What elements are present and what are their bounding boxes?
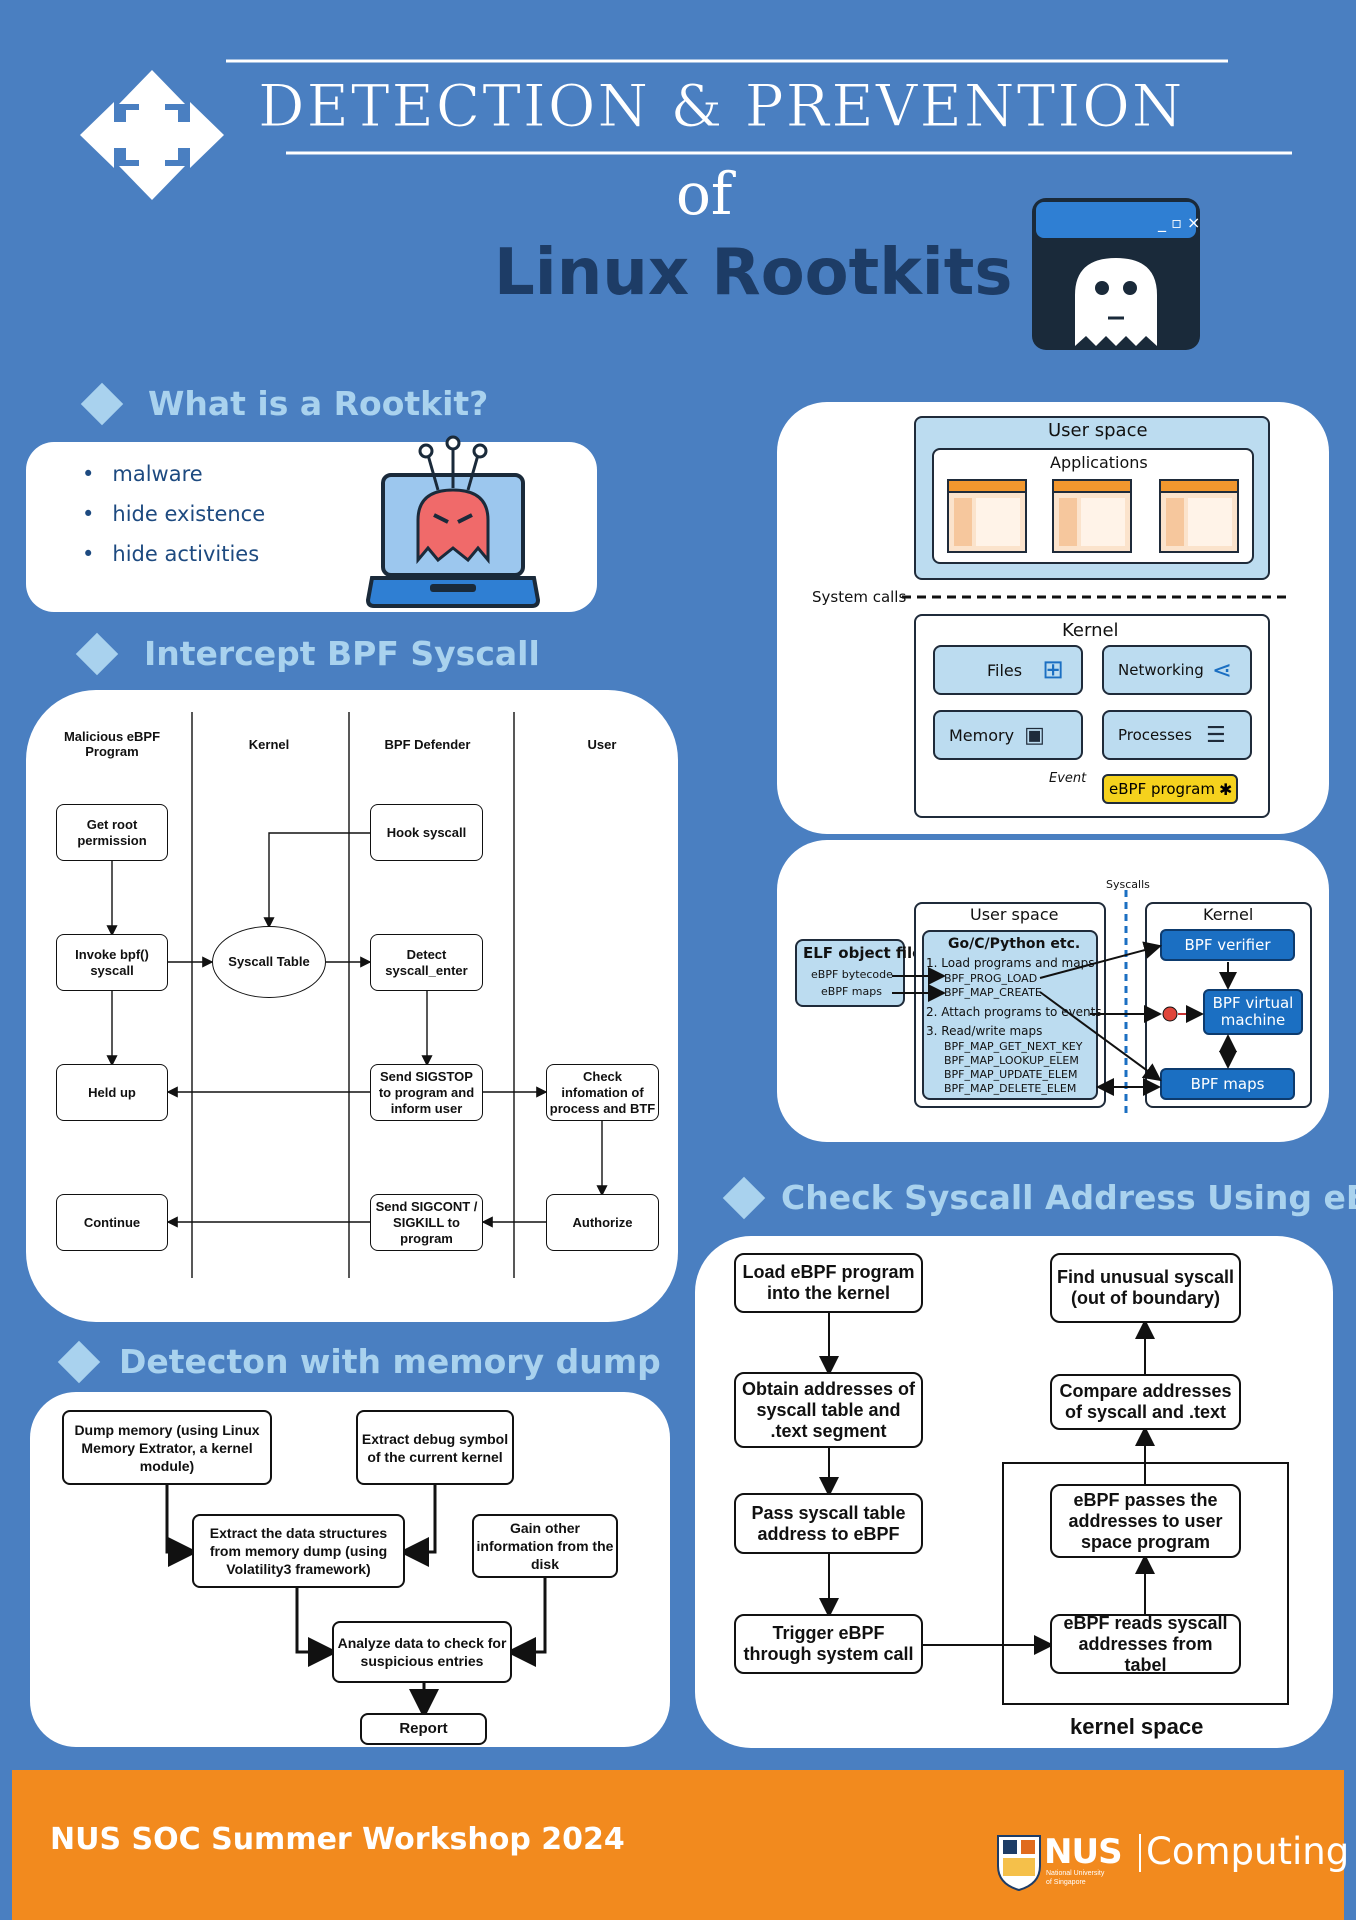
kernel-label: Kernel <box>1062 620 1119 641</box>
footer <box>12 1770 1344 1920</box>
send-sigstop-node: Send SIGSTOP to program and inform user <box>370 1064 483 1121</box>
move-arrows-icon <box>80 59 1292 200</box>
networking-label: Networking <box>1118 661 1204 679</box>
list-item: •hide existence <box>82 502 266 526</box>
lane-kernel: Kernel <box>248 737 290 752</box>
kernel-space-label: kernel space <box>1070 1714 1204 1739</box>
document-icon: ☰ <box>1205 722 1226 748</box>
ebpf-flow-lines <box>892 890 1237 1118</box>
sd-card-icon: ▣ <box>1024 722 1045 748</box>
processes-label: Processes <box>1118 726 1192 744</box>
maps-box: BPF maps <box>1160 1068 1295 1100</box>
ebpf-kernel-label: Kernel <box>1203 905 1254 924</box>
system-calls-label: System calls <box>812 588 907 606</box>
workshop-label: NUS SOC Summer Workshop 2024 <box>50 1822 625 1857</box>
user-space-label: User space <box>1048 420 1148 441</box>
check-title: Check Syscall Address Using eBPF <box>781 1178 1356 1217</box>
obtain-node: Obtain addresses of syscall table and .t… <box>734 1372 923 1448</box>
step-3c: BPF_MAP_UPDATE_ELEM <box>944 1068 1078 1081</box>
processes-box: Processes ☰ <box>1102 710 1252 760</box>
go-c-label: Go/C/Python etc. <box>948 936 1081 952</box>
title-main: Linux Rootkits <box>494 236 1013 310</box>
nus-sub1: National University <box>1046 1870 1105 1877</box>
share-icon: ⋖ <box>1211 656 1232 684</box>
step-3b: BPF_MAP_LOOKUP_ELEM <box>944 1054 1079 1067</box>
laptop-bug-icon <box>365 435 541 608</box>
send-sigcont-node: Send SIGCONT / SIGKILL to program <box>370 1194 483 1251</box>
event-label: Event <box>1049 771 1087 786</box>
step-1a: BPF_PROG_LOAD <box>944 972 1038 985</box>
elf-box <box>795 939 905 1007</box>
held-up-node: Held up <box>56 1064 168 1121</box>
check-info-node: Check infomation of process and BTF <box>546 1064 659 1121</box>
applications-label: Applications <box>1050 453 1148 472</box>
ebpf-program-box: eBPF program✱ <box>1102 774 1238 804</box>
trigger-node: Trigger eBPF through system call <box>734 1614 923 1674</box>
debug-symbol-node: Extract debug symbol of the current kern… <box>356 1410 514 1485</box>
memory-box: Memory ▣ <box>933 710 1083 760</box>
title-of: of <box>676 160 733 228</box>
continue-node: Continue <box>56 1194 168 1251</box>
svg-text:_ ▫ ×: _ ▫ × <box>1157 213 1200 233</box>
elf-maps: eBPF maps <box>821 985 882 998</box>
lane-malicious: Malicious eBPF Program <box>63 729 161 759</box>
step-1b: BPF_MAP_CREATE <box>944 986 1042 999</box>
files-box: Files ⊞ <box>933 645 1083 695</box>
vm-box: BPF virtual machine <box>1203 989 1303 1035</box>
passes-node: eBPF passes the addresses to user space … <box>1050 1484 1241 1558</box>
folder-tree-icon: ⊞ <box>1042 655 1064 685</box>
ghost-window-icon: _ ▫ × <box>1032 198 1200 350</box>
step-1: 1. Load programs and maps <box>926 956 1095 970</box>
ebpf-program-label: eBPF program <box>1109 780 1215 798</box>
compare-node: Compare addresses of syscall and .text <box>1050 1374 1241 1430</box>
bpf-flow-lines <box>106 712 608 1278</box>
load-node: Load eBPF program into the kernel <box>734 1253 923 1313</box>
bpf-title: Intercept BPF Syscall <box>144 634 540 673</box>
computing-logo-text: Computing <box>1146 1830 1350 1873</box>
reads-node: eBPF reads syscall addresses from tabel <box>1050 1613 1241 1675</box>
networking-box: Networking ⋖ <box>1102 645 1252 695</box>
lane-user: User <box>587 737 617 752</box>
syscalls-label: Syscalls <box>1106 878 1150 891</box>
hook-syscall-node: Hook syscall <box>370 804 483 861</box>
find-node: Find unusual syscall (out of boundary) <box>1050 1253 1241 1323</box>
list-item: •malware <box>82 462 203 486</box>
syscall-table-node: Syscall Table <box>212 926 326 998</box>
step-3a: BPF_MAP_GET_NEXT_KEY <box>944 1040 1083 1053</box>
rootkit-list: •malware •hide existence •hide activitie… <box>82 462 265 566</box>
bee-icon: ✱ <box>1219 779 1233 799</box>
files-label: Files <box>987 660 1023 680</box>
memory-title: Detecton with memory dump <box>119 1342 661 1381</box>
analyze-node: Analyze data to check for suspicious ent… <box>332 1621 512 1683</box>
invoke-bpf-node: Invoke bpf() syscall <box>56 934 168 991</box>
get-root-node: Get root permission <box>56 804 168 861</box>
authorize-node: Authorize <box>546 1194 659 1251</box>
gain-info-node: Gain other information from the disk <box>472 1514 618 1578</box>
memory-label: Memory <box>949 725 1015 745</box>
elf-title: ELF object file <box>803 944 923 962</box>
title-line1: DETECTION & PREVENTION <box>258 72 1185 141</box>
app-window-icons <box>902 479 1288 802</box>
memory-flow-lines <box>165 1485 547 1719</box>
elf-bytecode: eBPF bytecode <box>811 968 893 981</box>
dump-node: Dump memory (using Linux Memory Extrator… <box>62 1410 272 1485</box>
extract-node: Extract the data structures from memory … <box>192 1514 405 1588</box>
report-node: Report <box>360 1713 487 1745</box>
lane-defender: BPF Defender <box>384 737 471 752</box>
step-2: 2. Attach programs to events <box>926 1005 1102 1019</box>
rootkit-title: What is a Rootkit? <box>148 384 489 423</box>
check-flow-lines <box>819 1313 1289 1705</box>
ebpf-user-space-label: User space <box>970 905 1059 924</box>
nus-logo-text: NUS <box>1044 1832 1123 1872</box>
pass-node: Pass syscall table address to eBPF <box>734 1493 923 1554</box>
detect-node: Detect syscall_enter <box>370 934 483 991</box>
list-item: •hide activities <box>82 542 260 566</box>
step-3: 3. Read/write maps <box>926 1024 1043 1038</box>
nus-sub2: of Singapore <box>1046 1879 1086 1886</box>
step-3d: BPF_MAP_DELETE_ELEM <box>944 1082 1077 1095</box>
